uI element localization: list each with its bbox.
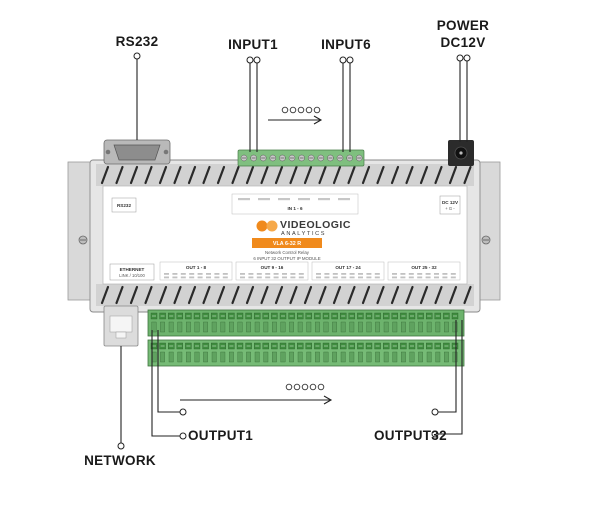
dc-panel-label: DC 12V <box>442 200 459 205</box>
network-rj45-port <box>103 305 139 347</box>
ellipsis-dot <box>289 106 297 114</box>
callout-power: POWER <box>437 18 490 33</box>
brand-name: VIDEOLOGIC <box>280 219 351 231</box>
top-vent-slots <box>100 165 472 185</box>
ellipsis-dot <box>305 106 313 114</box>
callout-dc12v: DC12V <box>440 35 485 50</box>
logo-mark-icon <box>266 220 278 232</box>
brand-subtitle: ANALYTICS <box>281 231 326 237</box>
output-group-label: OUT 1 - 8 <box>186 265 207 270</box>
input-ellipsis-dots <box>281 106 321 114</box>
ellipsis-dot <box>293 383 301 391</box>
callout-network: NETWORK <box>84 453 156 468</box>
ellipsis-dot <box>317 383 325 391</box>
input-block-label: IN 1 - 6 <box>287 206 303 211</box>
callout-output1: OUTPUT1 <box>188 428 253 443</box>
ethernet-panel-label: ETHERNET <box>120 267 145 272</box>
dc-polarity-label: + G - <box>445 206 455 211</box>
logo-mark-icon <box>256 220 268 232</box>
callout-rs232: RS232 <box>116 34 159 49</box>
input-terminal-strip <box>237 149 365 167</box>
ellipsis-dot <box>285 383 293 391</box>
output-group-label: OUT 25 - 32 <box>411 265 437 270</box>
rs232-panel-label: RS232 <box>117 203 131 208</box>
wire-end-markers <box>117 52 471 450</box>
output-group-boxes: OUT 1 - 8 OUT 9 - 16 OUT 17 - 24 OUT 25 - 3… <box>159 261 461 281</box>
ellipsis-dot <box>301 383 309 391</box>
ellipsis-dot <box>313 106 321 114</box>
output-ellipsis-dots <box>285 383 325 391</box>
front-label-panel: RS232 IN 1 - 6 DC 12V + G - VIDEOLOGIC A… <box>102 185 468 285</box>
input-terminal-marks <box>238 198 350 201</box>
rs232-db9-connector <box>103 139 171 165</box>
description-line-2: 6 INPUT 32 OUTPUT IP MODULE <box>253 256 320 261</box>
bottom-vent-slots <box>100 285 472 305</box>
ellipsis-dot <box>297 106 305 114</box>
callout-input1: INPUT1 <box>228 37 278 52</box>
dc-power-jack <box>448 140 474 166</box>
wiring <box>120 56 468 446</box>
callout-input6: INPUT6 <box>321 37 371 52</box>
callout-output32: OUTPUT32 <box>374 428 447 443</box>
description-line-1: Network Control Relay <box>265 250 310 255</box>
model-number: VLA 6-32 R <box>273 241 301 247</box>
ellipsis-dot <box>281 106 289 114</box>
ethernet-status-label: LINK / 10/100 <box>119 273 145 278</box>
ellipsis-dot <box>309 383 317 391</box>
output-group-label: OUT 9 - 16 <box>261 265 284 270</box>
output-group-label: OUT 17 - 24 <box>335 265 361 270</box>
brand-logo: VIDEOLOGIC ANALYTICS <box>256 219 351 237</box>
output-terminal-blocks <box>147 309 465 367</box>
